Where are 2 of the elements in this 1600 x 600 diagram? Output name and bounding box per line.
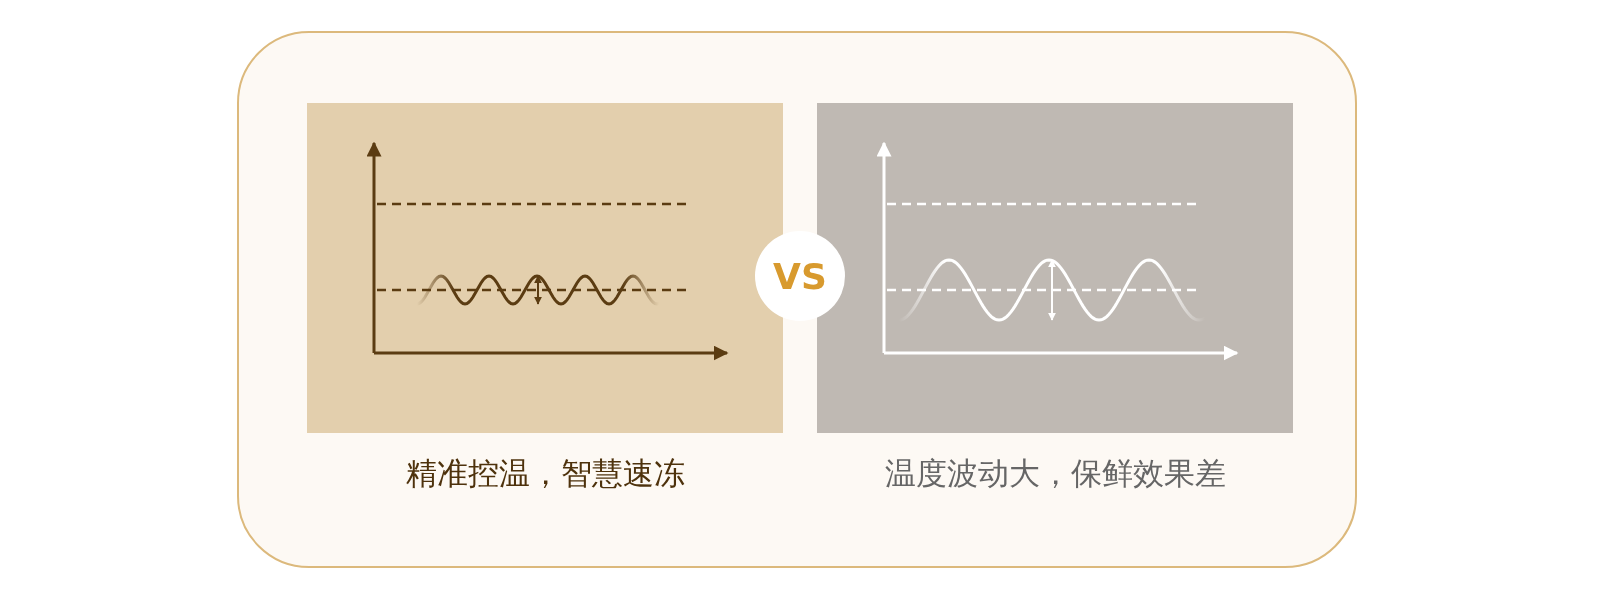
caption-text: 温度波动大，保鲜效果差 (883, 454, 1227, 493)
caption-text: 精准控温，智慧速冻 (404, 454, 686, 493)
